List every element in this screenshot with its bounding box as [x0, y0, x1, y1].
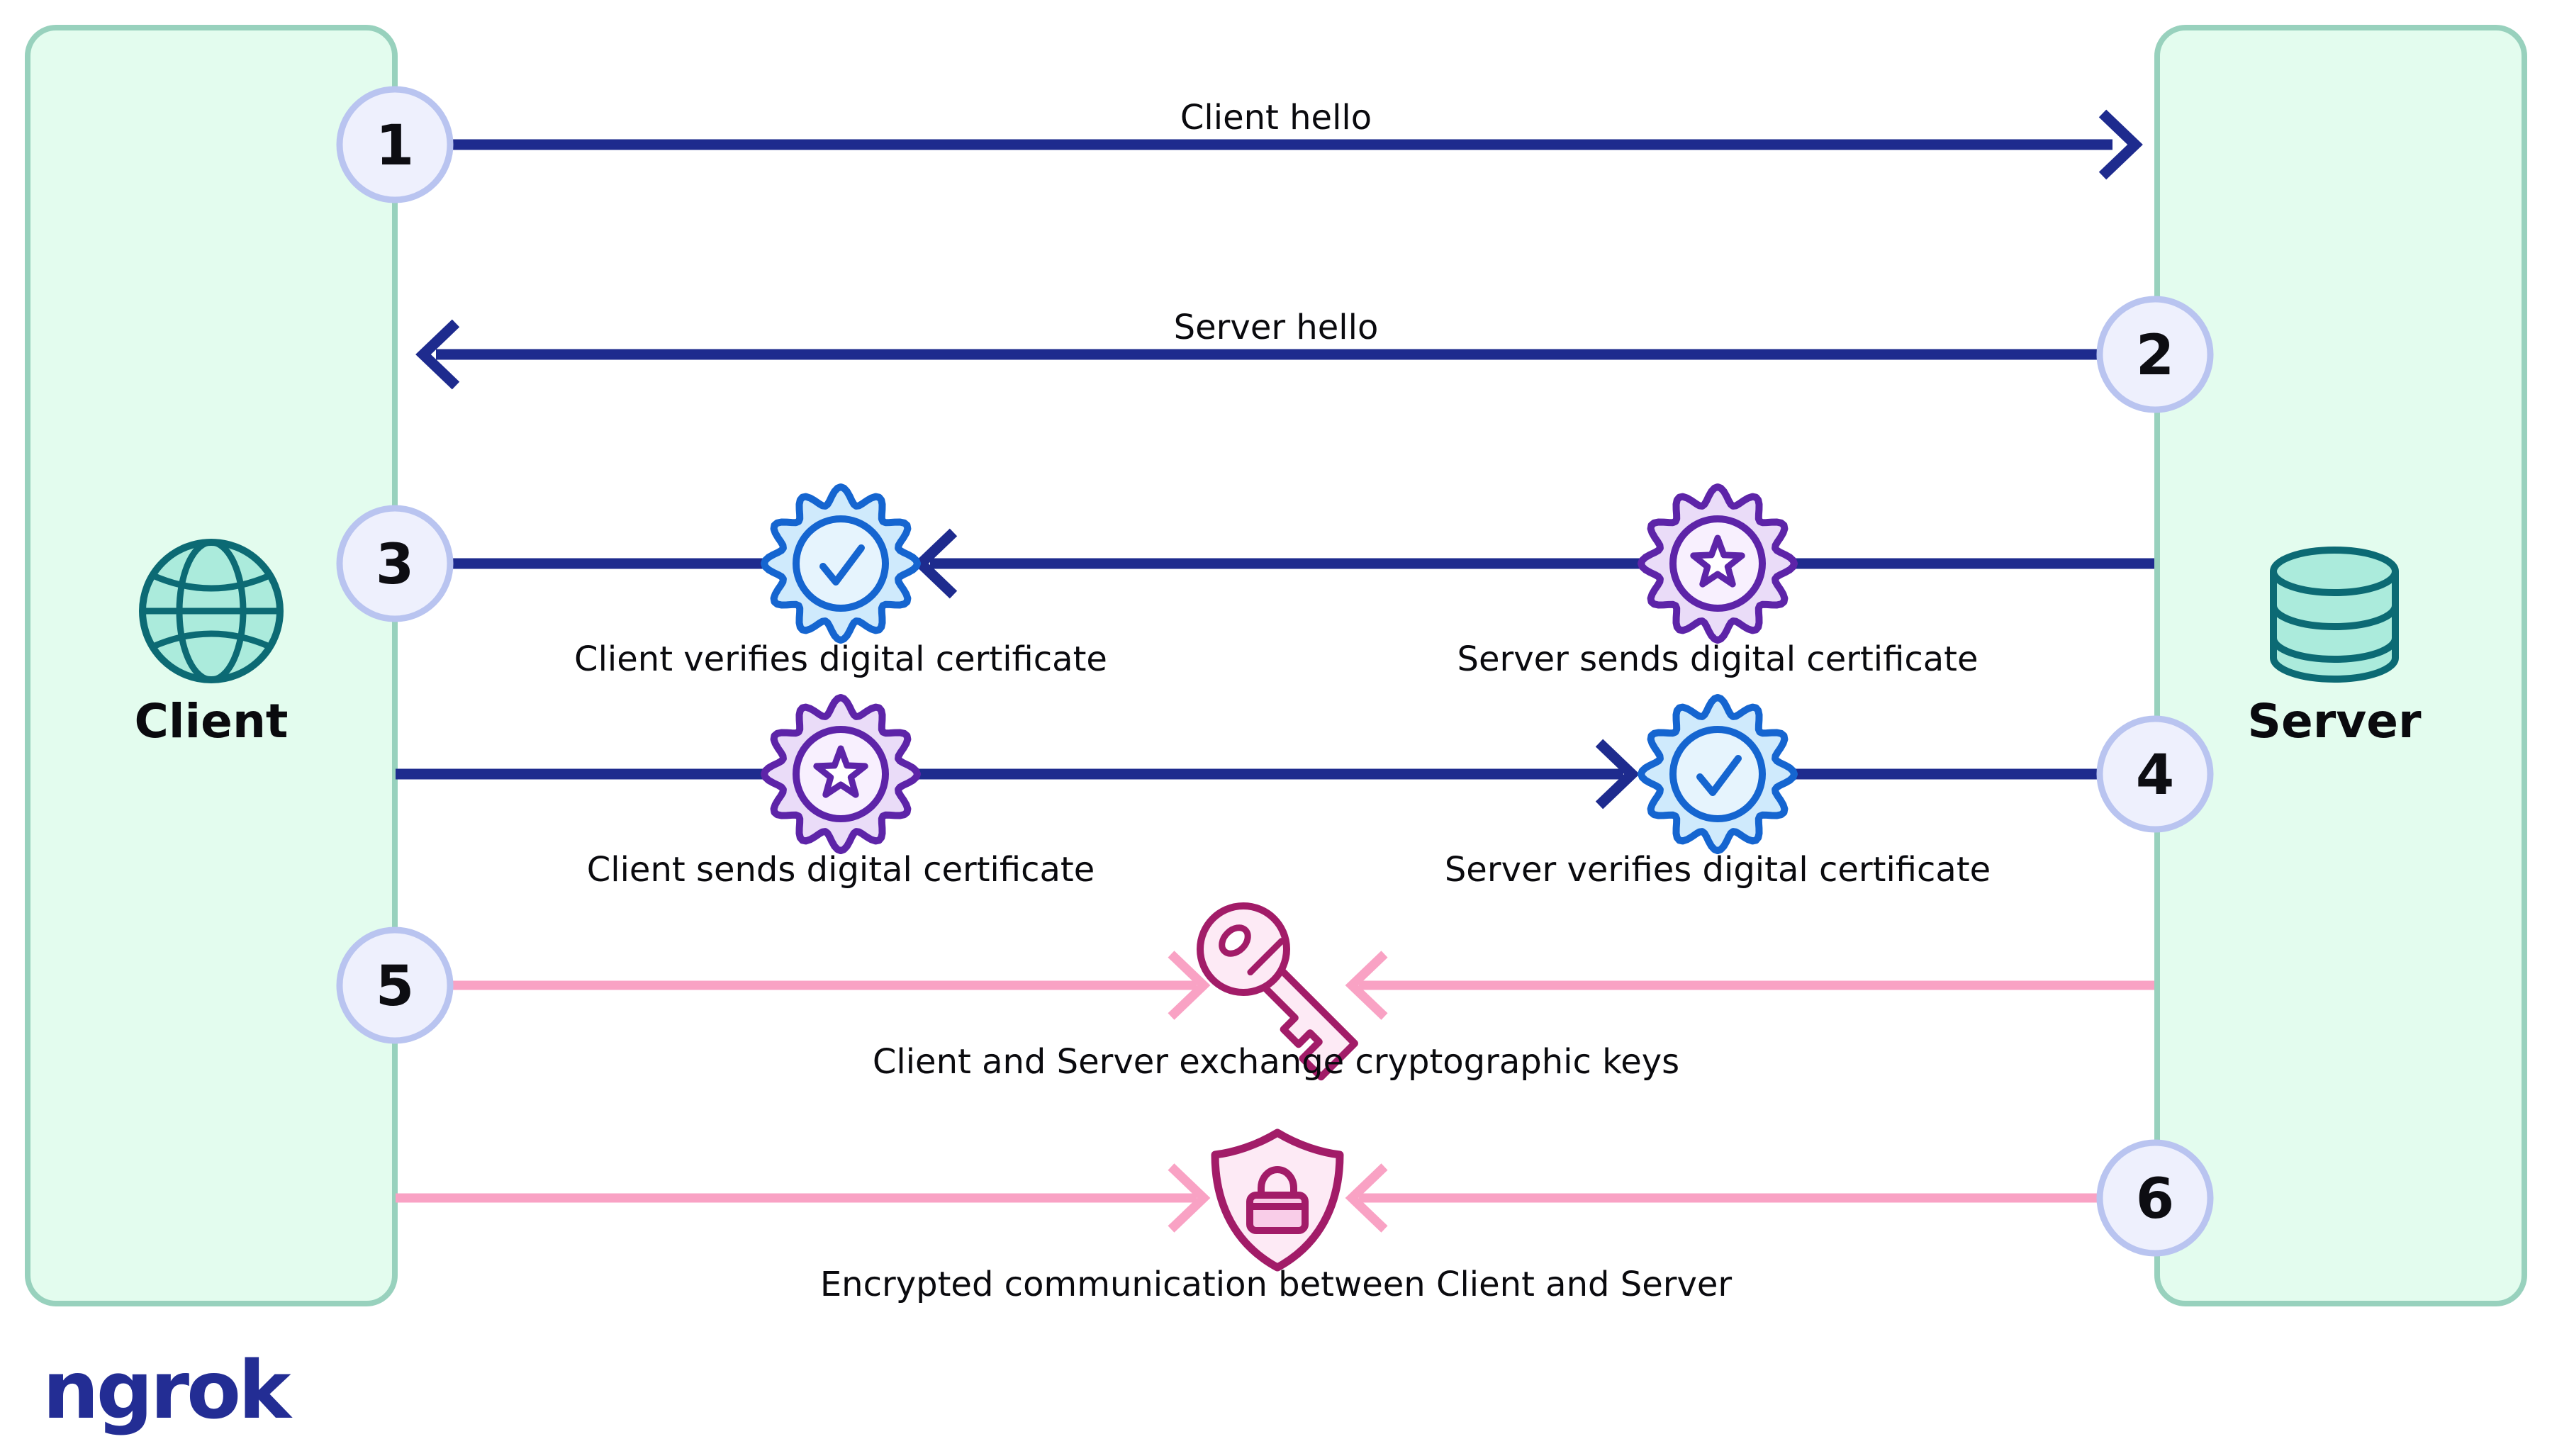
step-5-label: Client and Server exchange cryptographic… — [873, 1042, 1679, 1082]
step-1-marker: 1 — [336, 86, 454, 203]
svg-text:2: 2 — [2136, 324, 2174, 388]
arrow-right-icon — [1168, 1163, 1211, 1233]
svg-text:3: 3 — [376, 533, 414, 597]
step-1-arrow — [452, 109, 2143, 180]
step-2-marker: 2 — [2096, 296, 2214, 413]
svg-text:5: 5 — [376, 955, 414, 1019]
step-6-marker: 6 — [2096, 1139, 2214, 1257]
key-icon — [1197, 902, 1358, 1081]
lock-body — [1246, 1192, 1309, 1234]
step-4-server-label: Server verifies digital certificate — [1445, 850, 1991, 890]
step-4-client-label: Client sends digital certificate — [587, 850, 1095, 890]
step-1-label: Client hello — [1180, 98, 1372, 138]
ngrok-logo: ngrok — [43, 1345, 293, 1437]
step-5-arrows — [452, 951, 2154, 1020]
step-3-arrow — [450, 528, 2154, 599]
client-verifies-badge-icon — [761, 483, 921, 644]
server-label: Server — [2247, 694, 2422, 749]
step-5-marker: 5 — [336, 926, 454, 1044]
server-certificate-badge-icon — [1638, 483, 1798, 644]
step-6-arrows — [396, 1163, 2100, 1233]
svg-text:1: 1 — [376, 114, 414, 178]
star-icon — [813, 745, 868, 798]
arrow-left-icon — [415, 319, 460, 390]
svg-text:4: 4 — [2136, 744, 2174, 807]
step-2-label: Server hello — [1174, 308, 1379, 347]
checkmark-icon — [1696, 755, 1742, 796]
step-3-client-label: Client verifies digital certificate — [574, 639, 1107, 679]
star-icon — [1690, 534, 1745, 588]
arrow-left-icon — [1345, 951, 1388, 1020]
client-label: Client — [135, 694, 289, 749]
shield-lock-icon — [1211, 1129, 1344, 1272]
step-3-server-label: Server sends digital certificate — [1457, 639, 1979, 679]
lock-shackle — [1258, 1166, 1297, 1197]
arrow-right-icon — [2098, 109, 2143, 180]
step-4-marker: 4 — [2096, 715, 2214, 833]
step-6-label: Encrypted communication between Client a… — [820, 1265, 1733, 1304]
step-2-arrow — [415, 319, 2100, 390]
arrow-right-icon — [1168, 951, 1211, 1020]
step-4-arrow — [396, 739, 2100, 810]
svg-text:6: 6 — [2136, 1167, 2174, 1231]
client-certificate-badge-icon — [761, 694, 921, 854]
globe-icon — [139, 539, 284, 683]
database-icon — [2270, 547, 2399, 683]
server-verifies-badge-icon — [1638, 694, 1798, 854]
arrow-right-icon — [1595, 739, 1640, 810]
arrow-left-icon — [1345, 1163, 1388, 1233]
step-3-marker: 3 — [336, 505, 454, 622]
checkmark-icon — [819, 544, 865, 586]
